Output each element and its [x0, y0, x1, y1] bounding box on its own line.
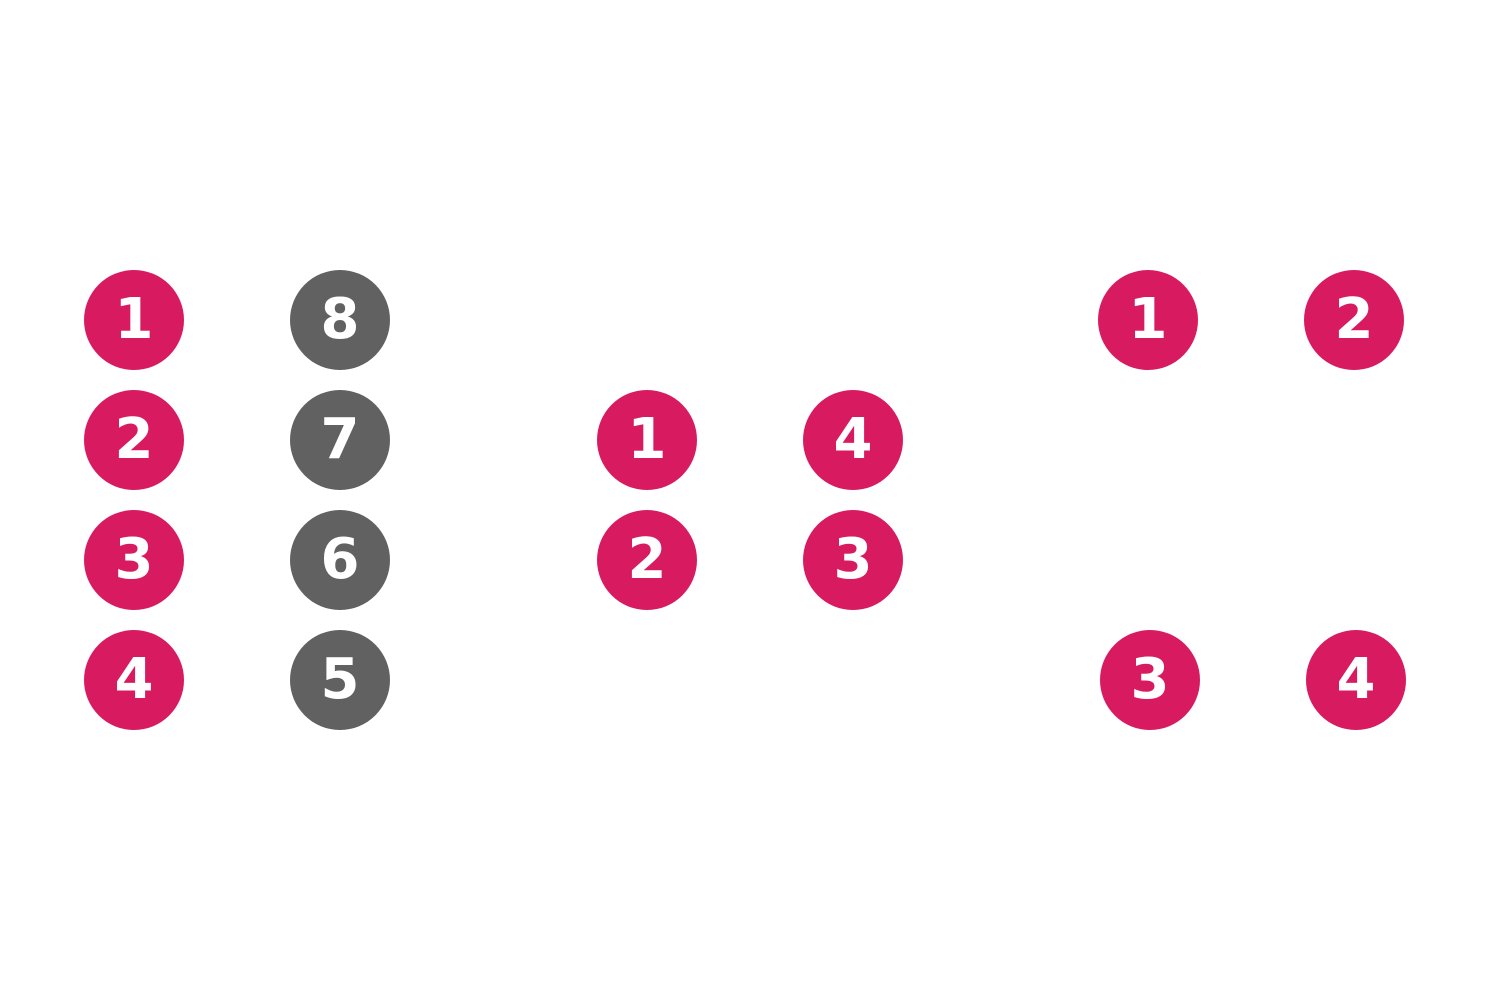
left-pin-3: 3 [84, 510, 184, 610]
left-pin-4: 4 [84, 630, 184, 730]
left-pin-2: 2 [84, 390, 184, 490]
left-pin-8: 8 [290, 270, 390, 370]
left-pin-1: 1 [84, 270, 184, 370]
left-pin-6: 6 [290, 510, 390, 610]
right-pin-4: 4 [1306, 630, 1406, 730]
right-pin-2: 2 [1304, 270, 1404, 370]
middle-pin-3: 3 [803, 510, 903, 610]
right-pin-1: 1 [1098, 270, 1198, 370]
left-pin-5: 5 [290, 630, 390, 730]
middle-pin-2: 2 [597, 510, 697, 610]
middle-pin-4: 4 [803, 390, 903, 490]
right-pin-3: 3 [1100, 630, 1200, 730]
middle-pin-1: 1 [597, 390, 697, 490]
left-pin-7: 7 [290, 390, 390, 490]
